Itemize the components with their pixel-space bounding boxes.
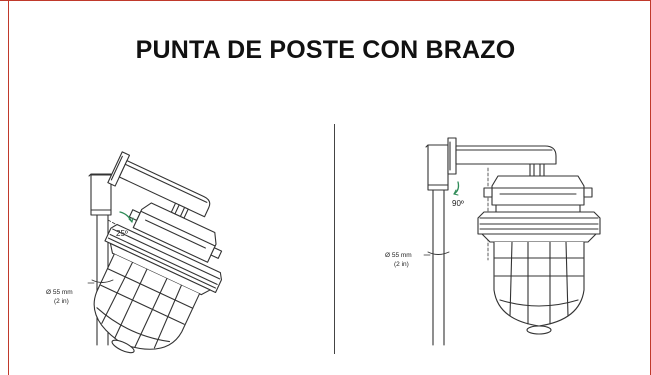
left-tilted-fixture [93,151,223,354]
right-heatsink-ring [477,211,601,243]
left-mount-drawing: 25º Ø 55 mm (2 in) [46,151,223,354]
right-arm [447,137,557,177]
right-cage-guard [493,241,585,335]
right-mount-drawing: 90º Ø 55 mm (2 in) [385,137,601,346]
right-driver-housing [483,175,593,213]
right-angle-arc [453,181,460,195]
right-pole [425,144,451,346]
right-diameter-marker [427,251,450,255]
figure-divider [334,124,335,354]
left-angle-label: 25º [116,229,128,238]
page-title: PUNTA DE POSTE CON BRAZO [135,36,516,64]
panel-border-top [0,0,651,1]
left-diameter-unit-label: (2 in) [54,298,69,305]
right-angle-label: 90º [452,199,464,208]
left-diameter-label: Ø 55 mm [46,289,73,296]
right-diameter-label: Ø 55 mm [385,252,412,259]
panel-border-left [8,0,9,375]
right-diameter-unit-label: (2 in) [394,261,409,268]
left-diameter-marker [91,279,114,283]
